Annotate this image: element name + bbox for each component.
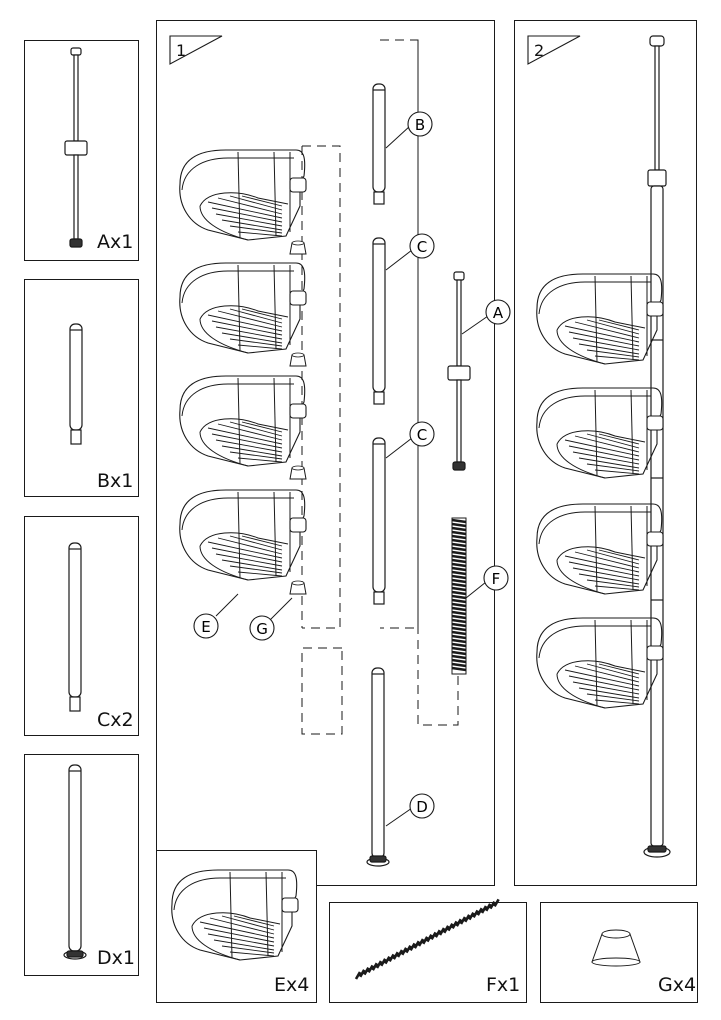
- spring-f-sample: [354, 898, 500, 980]
- part-label-a: Ax1: [97, 231, 134, 253]
- cap-g-3: [289, 465, 307, 480]
- part-label-g: Gx4: [658, 974, 697, 996]
- callout-c-2: C: [385, 421, 435, 459]
- part-label-d: Dx1: [97, 947, 135, 969]
- svg-text:C: C: [417, 426, 427, 444]
- mounted-basket-1: [536, 273, 664, 365]
- part-label-e: Ex4: [274, 974, 310, 996]
- pole-c-2: [372, 437, 386, 605]
- pole-d: [366, 667, 390, 867]
- callout-g: G: [249, 597, 293, 641]
- svg-text:B: B: [415, 116, 425, 134]
- part-box-f: [329, 902, 527, 1003]
- step-2-marker: 2: [527, 35, 581, 65]
- basket-e-2: [179, 262, 307, 354]
- callout-b: B: [385, 111, 433, 149]
- basket-e-4: [179, 489, 307, 581]
- cap-g-4: [289, 580, 307, 595]
- step-1-marker: 1: [169, 35, 223, 65]
- part-label-b: Bx1: [97, 470, 134, 492]
- mounted-basket-3: [536, 503, 664, 595]
- step-1-panel: [156, 20, 495, 886]
- part-box-c: Cx2: [24, 516, 139, 736]
- svg-text:F: F: [492, 570, 501, 588]
- spring-f: [451, 517, 467, 675]
- svg-text:E: E: [201, 618, 210, 636]
- svg-text:G: G: [256, 620, 268, 638]
- basket-e-3: [179, 375, 307, 467]
- assembled-pole: [643, 35, 671, 858]
- callout-d: D: [385, 793, 435, 827]
- part-box-e: [156, 850, 317, 1003]
- cap-g-2: [289, 352, 307, 367]
- pole-b-icon: [69, 323, 83, 445]
- part-label-c: Cx2: [97, 709, 134, 731]
- pole-a: [447, 271, 471, 471]
- callout-c-1: C: [385, 233, 435, 271]
- mounted-basket-2: [536, 387, 664, 479]
- basket-e-1: [179, 149, 307, 241]
- pole-b: [372, 83, 386, 205]
- part-box-a: Ax1: [24, 40, 139, 261]
- svg-text:D: D: [416, 798, 428, 816]
- pole-d-icon: [63, 764, 87, 960]
- pole-a-icon: [64, 47, 88, 248]
- callout-f: F: [465, 565, 509, 599]
- callout-a: A: [461, 299, 511, 335]
- callout-e: E: [193, 593, 239, 639]
- svg-text:A: A: [493, 304, 504, 322]
- cap-g-1: [289, 240, 307, 255]
- guide-lines: [301, 39, 459, 735]
- part-label-f: Fx1: [486, 974, 521, 996]
- pole-c-1: [372, 237, 386, 405]
- svg-text:C: C: [417, 238, 427, 256]
- basket-e-sample: [171, 869, 299, 961]
- cap-g-sample: [591, 929, 641, 967]
- svg-text:1: 1: [176, 41, 186, 60]
- pole-c-icon: [68, 542, 82, 712]
- mounted-basket-4: [536, 617, 664, 709]
- svg-text:2: 2: [534, 41, 544, 60]
- part-box-b: Bx1: [24, 279, 139, 497]
- part-box-d: Dx1: [24, 754, 139, 976]
